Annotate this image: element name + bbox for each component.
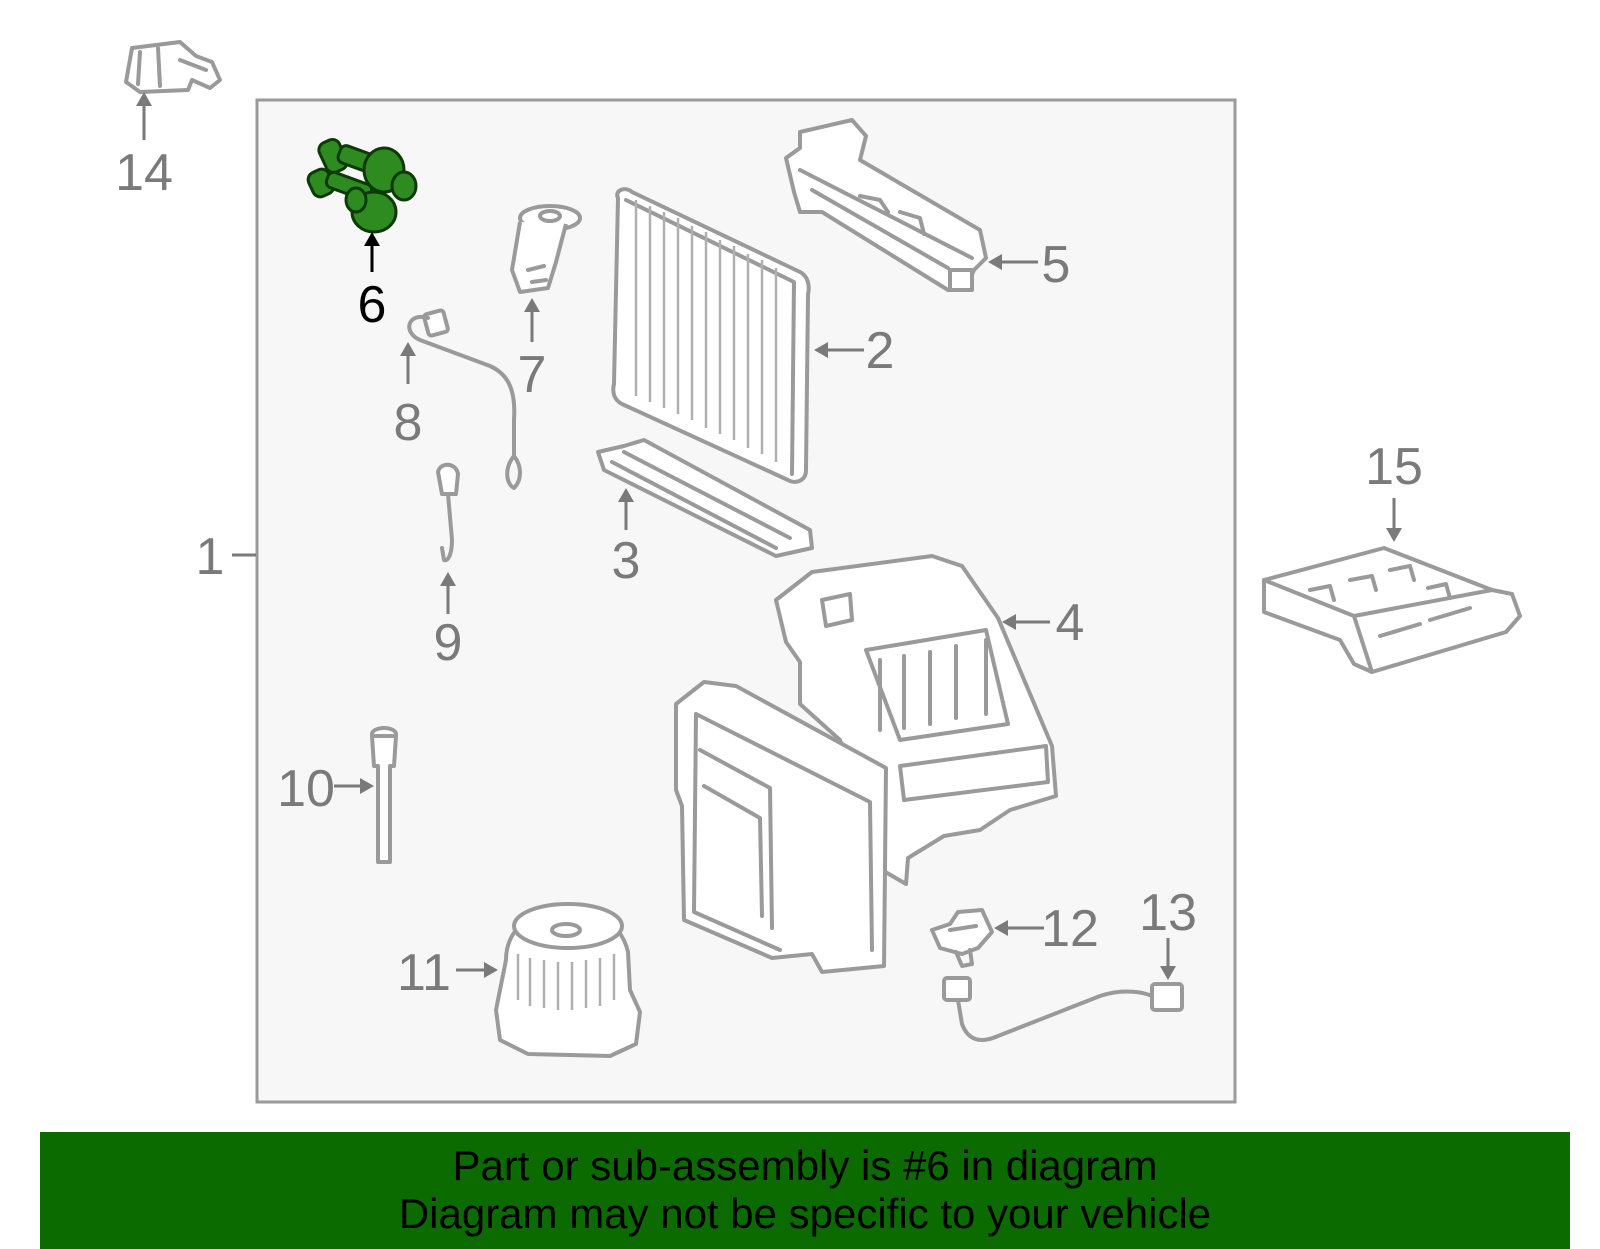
- callout-15: 15: [1365, 438, 1423, 496]
- callout-2: 2: [866, 322, 895, 380]
- part-15-heater-core[interactable]: [1262, 546, 1522, 674]
- callout-12: 12: [1041, 900, 1099, 958]
- arrowhead-9: [440, 572, 456, 586]
- part-9-sensor[interactable]: [436, 462, 460, 563]
- callout-3: 3: [612, 532, 641, 590]
- part-13-wire-harness[interactable]: [942, 976, 1184, 1042]
- arrowhead-5: [988, 254, 1002, 270]
- part-14-bracket[interactable]: [124, 40, 222, 94]
- banner-line-disclaimer: Diagram may not be specific to your vehi…: [398, 1190, 1212, 1237]
- part-10-drain-hose[interactable]: [370, 726, 398, 864]
- arrowhead-12: [994, 920, 1008, 936]
- callout-10: 10: [277, 760, 335, 818]
- callout-4: 4: [1056, 594, 1085, 652]
- callout-11: 11: [397, 944, 451, 1002]
- part-11-blower-motor[interactable]: [494, 902, 642, 1058]
- arrowhead-7: [524, 298, 540, 312]
- arrowhead-2: [814, 342, 828, 358]
- info-banner: Part or sub-assembly is #6 in diagram Di…: [40, 1132, 1570, 1249]
- part-5-upper-case[interactable]: [784, 118, 988, 292]
- arrowhead-11: [484, 962, 498, 978]
- arrowhead-10: [360, 778, 374, 794]
- arrowhead-15: [1386, 528, 1402, 542]
- banner-line-part: Part or sub-assembly is #6 in diagram: [452, 1142, 1158, 1189]
- callout-9: 9: [434, 614, 463, 672]
- part-blower-housing[interactable]: [674, 680, 888, 974]
- part-4-lower-case[interactable]: [774, 554, 1058, 886]
- arrowhead-4: [1002, 614, 1016, 630]
- part-7-valve[interactable]: [510, 204, 582, 294]
- arrowhead-13: [1160, 966, 1176, 980]
- callout-7: 7: [518, 346, 547, 404]
- part-2-evaporator-core[interactable]: [611, 187, 811, 484]
- arrowhead-8: [400, 342, 416, 356]
- part-3-seal[interactable]: [596, 438, 814, 558]
- callout-14: 14: [115, 144, 173, 202]
- part-6-valve-assembly[interactable]: [306, 137, 418, 234]
- arrowhead-14: [136, 92, 152, 106]
- callout-8: 8: [394, 394, 423, 452]
- callout-6: 6: [358, 276, 387, 334]
- callout-13: 13: [1139, 884, 1197, 942]
- part-12-resistor[interactable]: [930, 908, 994, 968]
- callout-5: 5: [1042, 236, 1071, 294]
- callout-1: 1: [196, 528, 225, 586]
- arrowhead-3: [618, 488, 634, 502]
- arrowhead-6: [364, 232, 380, 246]
- part-8-thermistor[interactable]: [407, 308, 522, 490]
